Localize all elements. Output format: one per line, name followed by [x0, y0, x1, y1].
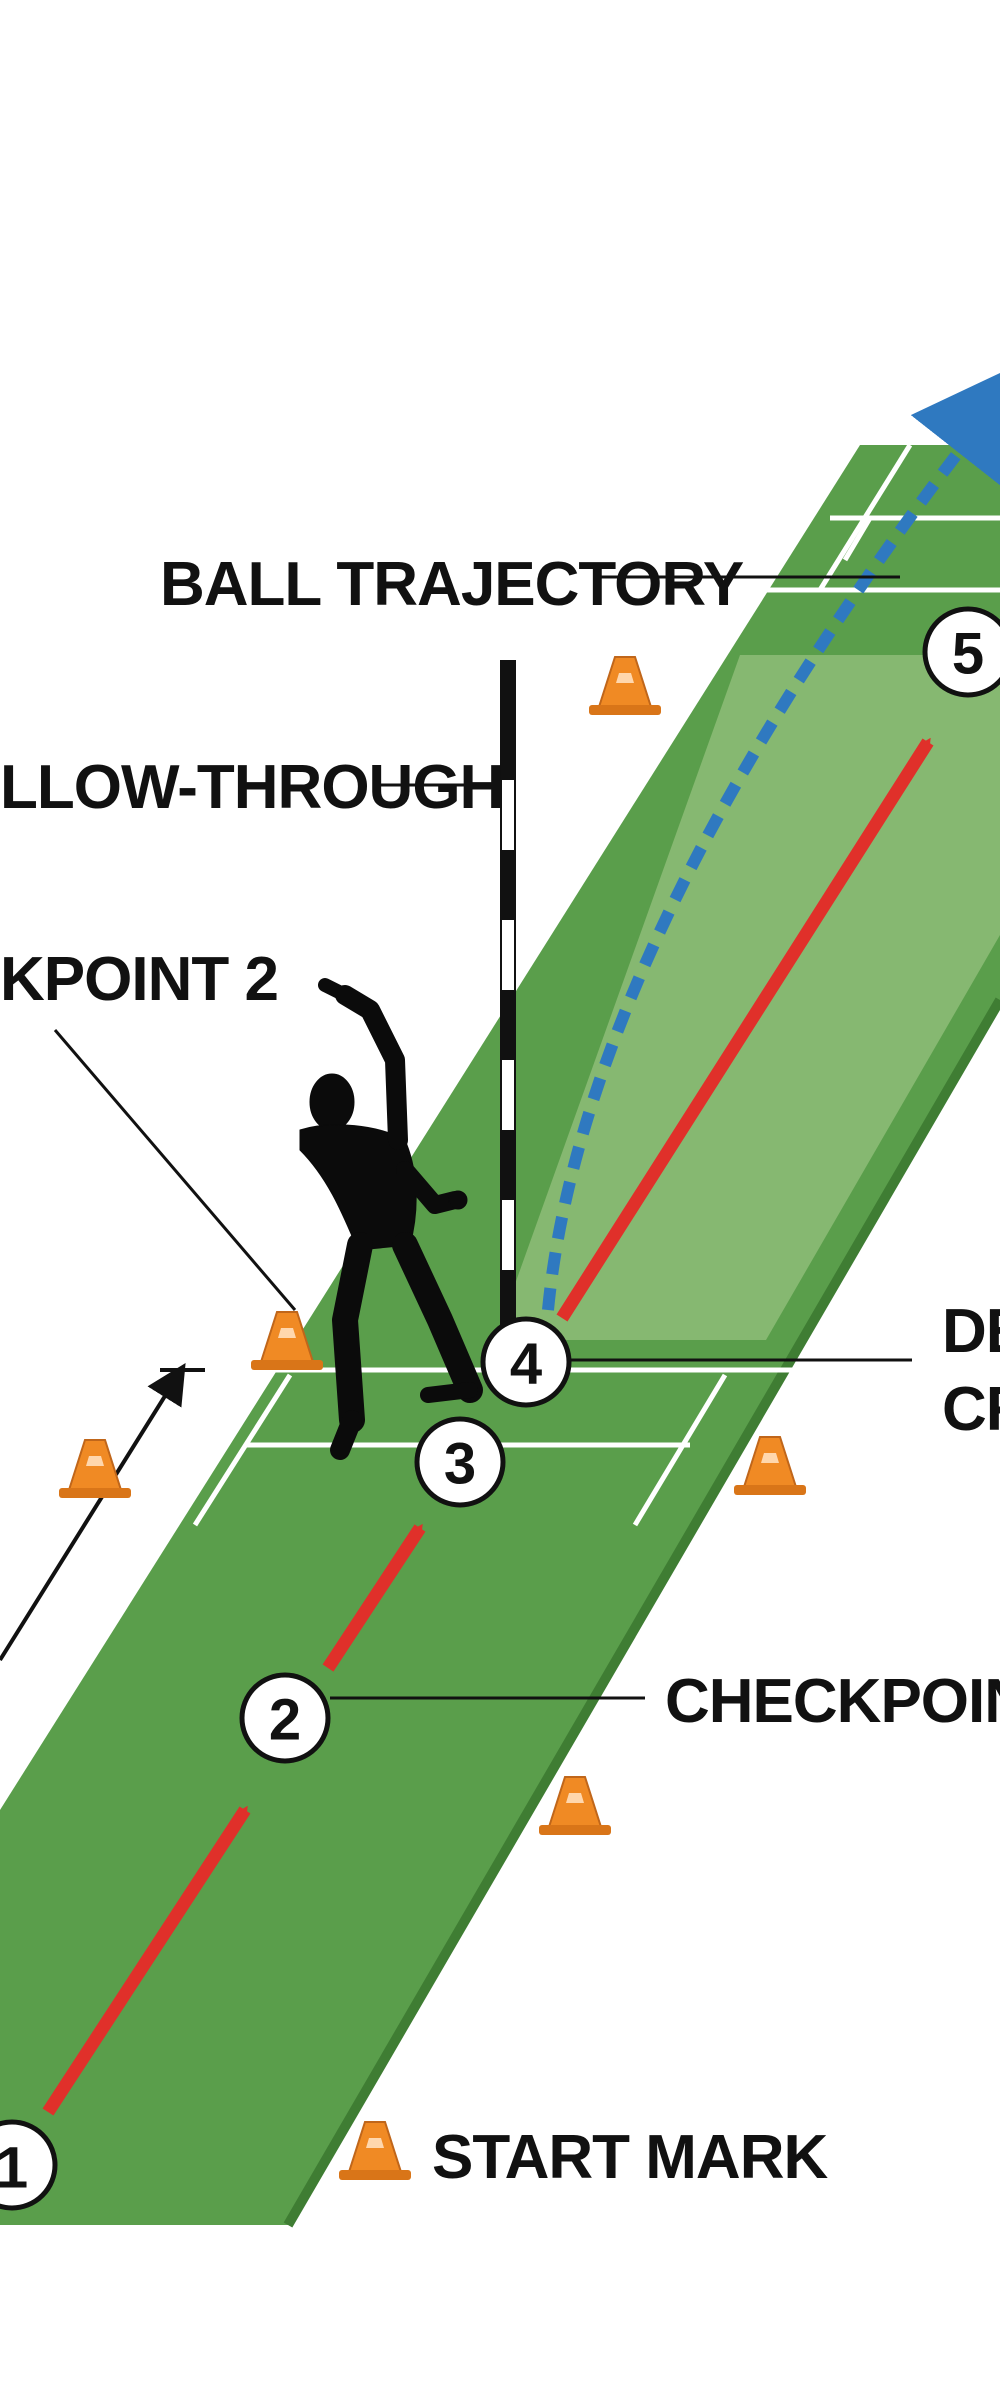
- label-follow-through: LLOW-THROUGH: [0, 753, 503, 822]
- label-start-mark: START MARK: [432, 2123, 828, 2192]
- run-arrow-1: [42, 1805, 251, 2116]
- pitch-edge: [283, 997, 1000, 2228]
- bowler-silhouette-icon: [299, 978, 483, 1460]
- run-arrow-2: [322, 1523, 426, 1672]
- svg-text:4: 4: [510, 1332, 542, 1397]
- svg-text:1: 1: [0, 2136, 28, 2201]
- marker-5: 5: [922, 606, 1000, 698]
- traffic-cone-icon: [588, 656, 662, 716]
- svg-text:3: 3: [444, 1432, 476, 1497]
- traffic-cone-icon: [338, 2121, 412, 2181]
- label-delivery-crease-2: CR: [942, 1375, 1000, 1444]
- svg-text:2: 2: [269, 1688, 301, 1753]
- label-checkpoint-2: KPOINT 2: [0, 945, 278, 1014]
- label-ball-trajectory: BALL TRAJECTORY: [160, 550, 744, 619]
- striped-pole-icon: [500, 660, 516, 1325]
- svg-text:5: 5: [952, 622, 984, 687]
- leader-lines: [53, 575, 912, 1700]
- marker-1: 1: [0, 2119, 58, 2211]
- marker-4: 4: [480, 1316, 572, 1408]
- marker-3: 3: [414, 1416, 506, 1508]
- traffic-cone-icon: [538, 1776, 612, 1836]
- label-checkpoint: CHECKPOINT: [665, 1667, 1000, 1736]
- run-up-direction-arrow: [0, 1363, 186, 1662]
- label-delivery-crease-1: DE: [942, 1297, 1000, 1366]
- marker-2: 2: [239, 1672, 331, 1764]
- run-arrow-3: [556, 737, 934, 1322]
